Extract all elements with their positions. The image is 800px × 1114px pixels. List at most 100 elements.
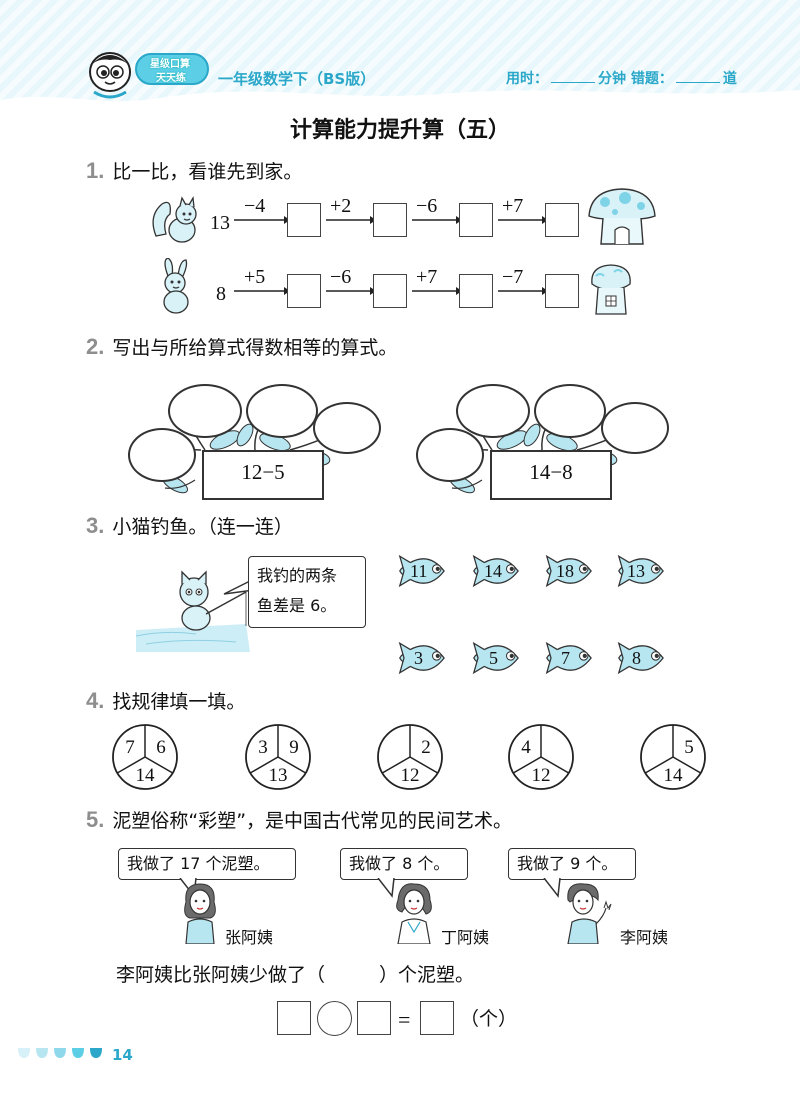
errors-label: 错题： (630, 71, 673, 87)
equals-sign: = (398, 1007, 411, 1032)
q1-row1-arrows (234, 216, 548, 224)
zhang-name: 张阿姨 (225, 928, 274, 947)
q1-row2-box-4[interactable] (545, 274, 579, 308)
q1-row1-box-1[interactable] (287, 203, 321, 237)
li-name: 李阿姨 (620, 928, 669, 947)
plant-1-bubble-2[interactable] (246, 384, 318, 438)
questions-label: 道 (722, 71, 737, 87)
wheel-1-top-right: 6 (156, 737, 166, 758)
question-2-heading: 2. 写出与所给算式得数相等的算式。 (86, 333, 397, 360)
q1-row1-op-3: −6 (416, 195, 438, 217)
sentence-part-a: 李阿姨比张阿姨少做了（ (116, 964, 326, 986)
question-1-text: 比一比，看谁先到家。 (112, 161, 303, 183)
li-speech-bubble: 我做了 9 个。 (508, 848, 636, 880)
q1-row2-box-3[interactable] (459, 274, 493, 308)
plant-2-bubble-1[interactable] (456, 384, 530, 438)
question-4-heading: 4.找规律填一填。 (86, 687, 245, 714)
speech-tail (223, 579, 255, 595)
q1-row2-op-2: −6 (330, 266, 352, 288)
speech-line-2: 鱼差是 6。 (257, 596, 337, 615)
q1-row1-op-2: +2 (330, 195, 352, 217)
question-5-number: 5. (86, 807, 105, 832)
wheel-2-top-left: 3 (258, 737, 268, 758)
tree-house-icon (591, 264, 631, 315)
page-title: 计算能力提升算（五） (289, 118, 510, 143)
squirrel-icon (152, 196, 197, 243)
equation-box-1[interactable] (277, 1001, 311, 1035)
li-avatar (567, 883, 612, 944)
q1-row1-box-4[interactable] (545, 203, 579, 237)
zhang-avatar (184, 883, 216, 944)
fish-icon[interactable] (543, 639, 597, 677)
q1-row2-start: 8 (216, 283, 226, 305)
plant-1-bubble-4[interactable] (128, 428, 196, 482)
wheel-4-bottom: 12 (531, 765, 551, 786)
book-title: 一年级数学下（BS版） (218, 70, 376, 88)
fish-top-4-number: 13 (627, 561, 645, 581)
q1-row2-op-3: +7 (416, 266, 438, 288)
wheel-5-top-right: 5 (684, 737, 694, 758)
wheel-4-top-left: 4 (521, 737, 531, 758)
cat-speech-bubble: 我钓的两条 鱼差是 6。 (248, 556, 366, 628)
equation-box-2[interactable] (357, 1001, 391, 1035)
q1-row1-start: 13 (210, 212, 230, 234)
fish-bottom-3-number: 7 (561, 648, 570, 668)
plant-2-bubble-2[interactable] (534, 384, 606, 438)
footer-dots (18, 1048, 102, 1058)
rabbit-icon (163, 258, 189, 314)
operator-circle[interactable] (317, 1001, 352, 1036)
q1-row2-op-4: −7 (502, 266, 524, 288)
unit-label: （个） (460, 1008, 518, 1030)
plant-1-bubble-3[interactable] (313, 402, 381, 454)
equation-box-result[interactable] (420, 1001, 454, 1035)
cat-fishing-drawing (136, 570, 250, 652)
errors-blank[interactable] (675, 71, 720, 83)
header-wave (0, 90, 800, 115)
fish-icon[interactable] (615, 639, 669, 677)
mushroom-house-icon (588, 188, 656, 245)
fish-icon[interactable] (396, 639, 450, 677)
wheel-3-top-right: 2 (421, 737, 431, 758)
fish-bottom-4-number: 8 (632, 648, 641, 668)
minutes-blank[interactable] (551, 71, 595, 83)
zhang-speech-bubble: 我做了 17 个泥塑。 (118, 848, 296, 880)
question-5-text: 泥塑俗称“彩塑”，是中国古代常见的民间艺术。 (112, 810, 513, 832)
q1-row2-op-1: +5 (244, 266, 266, 288)
timer-line: 用时： 分钟 错题： 道 (506, 68, 737, 88)
plant-1-bubble-1[interactable] (168, 384, 242, 438)
minutes-label: 分钟 (598, 71, 626, 87)
plant-1-pot: 12−5 (202, 450, 324, 500)
wheel-5-bottom: 14 (663, 765, 683, 786)
q1-row1-op-4: +7 (502, 195, 524, 217)
wheel-3-bottom: 12 (400, 765, 420, 786)
ding-avatar (396, 883, 432, 944)
plant-2-bubble-4[interactable] (416, 428, 484, 482)
q1-row2-arrows (234, 287, 548, 295)
q1-row2-box-1[interactable] (287, 274, 321, 308)
plant-2-bubble-3[interactable] (601, 402, 669, 454)
wheel-2-bottom: 13 (268, 765, 288, 786)
question-3-text: 小猫钓鱼。（连一连） (112, 516, 293, 538)
question-2-number: 2. (86, 334, 105, 359)
time-label: 用时： (506, 71, 548, 87)
fish-top-2-number: 14 (484, 561, 502, 581)
fish-top-3-number: 18 (556, 561, 574, 581)
logo-icon (135, 53, 209, 85)
question-5-sentence: 李阿姨比张阿姨少做了（ ）个泥塑。 (116, 960, 474, 987)
wheel-1-bottom: 14 (135, 765, 155, 786)
q1-row2-box-2[interactable] (373, 274, 407, 308)
header-band (0, 0, 800, 110)
q1-row1-box-3[interactable] (459, 203, 493, 237)
question-2-text: 写出与所给算式得数相等的算式。 (112, 337, 398, 359)
ding-speech-bubble: 我做了 8 个。 (340, 848, 468, 880)
q1-row1-box-2[interactable] (373, 203, 407, 237)
logo-line1: 星级口算 (150, 59, 190, 70)
sentence-part-b: ）个泥塑。 (379, 964, 475, 986)
plant-2-pot: 14−8 (490, 450, 612, 500)
wheel-2-top-right: 9 (289, 737, 299, 758)
wheel-1-top-left: 7 (125, 737, 135, 758)
page-number: 14 (112, 1046, 133, 1064)
question-1-heading: 1. 比一比，看谁先到家。 (86, 157, 302, 184)
question-1-number: 1. (86, 158, 105, 183)
question-3-number: 3. (86, 513, 105, 538)
